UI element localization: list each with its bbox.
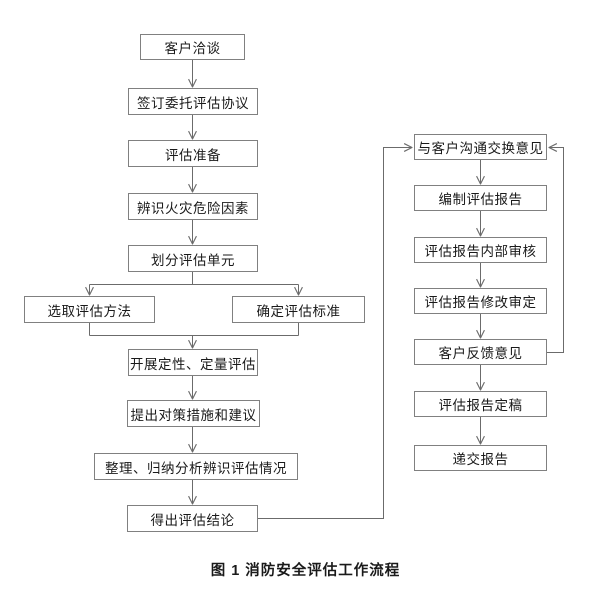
edge-branch-merge (89, 323, 299, 336)
node-finalize-report: 评估报告定稿 (414, 391, 547, 417)
node-customer-feedback: 客户反馈意见 (414, 339, 547, 365)
node-assessment-preparation: 评估准备 (128, 140, 258, 167)
node-internal-report-review: 评估报告内部审核 (414, 237, 547, 263)
node-submit-report: 递交报告 (414, 445, 547, 471)
node-propose-countermeasures: 提出对策措施和建议 (127, 400, 260, 427)
node-draw-assessment-conclusion: 得出评估结论 (127, 505, 258, 532)
node-determine-assessment-criteria: 确定评估标准 (232, 296, 365, 323)
node-divide-assessment-units: 划分评估单元 (128, 245, 258, 272)
node-sign-assessment-agreement: 签订委托评估协议 (128, 88, 258, 115)
node-communicate-with-customer: 与客户沟通交换意见 (414, 134, 547, 160)
node-prepare-assessment-report: 编制评估报告 (414, 185, 547, 211)
node-customer-negotiation: 客户洽谈 (140, 34, 245, 60)
edge-conclusion-to-communicate (258, 148, 412, 519)
node-organize-analyze-assessment: 整理、归纳分析辨识评估情况 (94, 453, 298, 480)
node-select-assessment-method: 选取评估方法 (24, 296, 155, 323)
figure-caption: 图 1 消防安全评估工作流程 (210, 563, 401, 579)
node-qualitative-quantitative-assessment: 开展定性、定量评估 (128, 349, 258, 376)
node-identify-fire-hazards: 辨识火灾危险因素 (128, 193, 258, 220)
edge-feedback-loop (547, 148, 564, 353)
node-report-revision-approval: 评估报告修改审定 (414, 288, 547, 314)
edge-branch-split (89, 272, 299, 285)
